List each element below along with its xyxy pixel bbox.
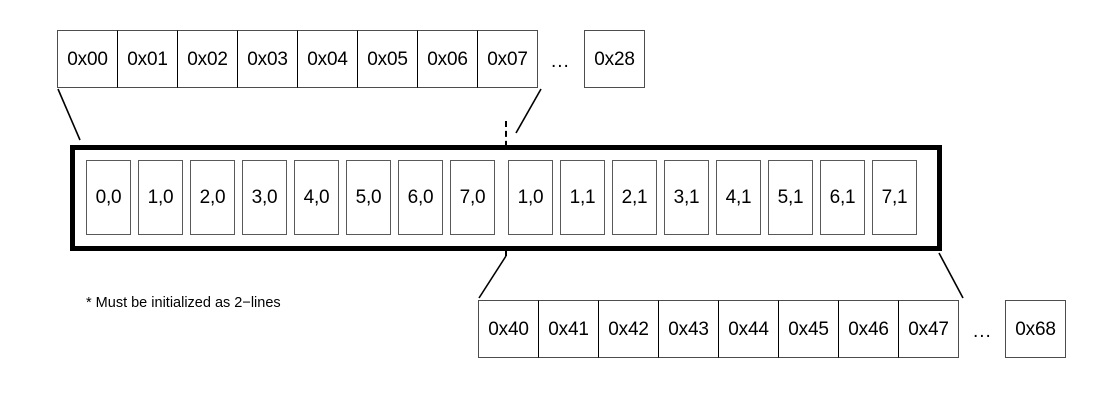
cache-word-cell: 0,0: [86, 160, 131, 235]
upper-address-cell: 0x05: [357, 30, 418, 88]
lower-address-cell: 0x43: [658, 300, 719, 358]
cache-word-cell: 5,0: [346, 160, 391, 235]
upper-row-ellipsis: ...: [551, 51, 570, 72]
cache-word-cell: 6,1: [820, 160, 865, 235]
upper-address-cell: 0x01: [117, 30, 178, 88]
cache-word-cell: 1,0: [138, 160, 183, 235]
cache-word-cell: 3,1: [664, 160, 709, 235]
lower-address-cell: 0x45: [778, 300, 839, 358]
cache-word-cell: 4,1: [716, 160, 761, 235]
lower-address-cell: 0x44: [718, 300, 779, 358]
cache-word-cell: 2,1: [612, 160, 657, 235]
leader-line-upper-right: [515, 88, 542, 134]
upper-address-cell: 0x07: [477, 30, 538, 88]
cache-word-cell: 7,0: [450, 160, 495, 235]
lower-address-cell: 0x42: [598, 300, 659, 358]
cache-word-cell: 5,1: [768, 160, 813, 235]
leader-line-lower-right: [938, 252, 964, 299]
cache-word-cell: 2,0: [190, 160, 235, 235]
cache-word-cell: 3,0: [242, 160, 287, 235]
cache-word-cell: 7,1: [872, 160, 917, 235]
lower-address-cell: 0x46: [838, 300, 899, 358]
cache-word-cell: 1,1: [560, 160, 605, 235]
leader-line-lower-left: [478, 255, 507, 299]
lower-address-cell: 0x40: [478, 300, 539, 358]
upper-address-tail-cell: 0x28: [584, 30, 645, 88]
cache-word-cell: 4,0: [294, 160, 339, 235]
footnote-text: * Must be initialized as 2−lines: [86, 295, 281, 311]
upper-address-cell: 0x04: [297, 30, 358, 88]
leader-line-upper-left: [57, 88, 81, 141]
upper-address-cell: 0x06: [417, 30, 478, 88]
lower-address-cell: 0x47: [898, 300, 959, 358]
upper-address-cell: 0x00: [57, 30, 118, 88]
cache-word-cell: 6,0: [398, 160, 443, 235]
upper-address-cell: 0x02: [177, 30, 238, 88]
lower-address-row: 0x40 0x41 0x42 0x43 0x44 0x45 0x46 0x47: [478, 300, 959, 358]
lower-address-cell: 0x41: [538, 300, 599, 358]
cache-line-word-row: 0,0 1,0 2,0 3,0 4,0 5,0 6,0 7,0 1,0 1,1 …: [86, 160, 917, 235]
lower-row-ellipsis: ...: [973, 321, 992, 342]
lower-address-tail-cell: 0x68: [1005, 300, 1066, 358]
upper-address-row: 0x00 0x01 0x02 0x03 0x04 0x05 0x06 0x07: [57, 30, 538, 88]
cache-word-cell: 1,0: [508, 160, 553, 235]
